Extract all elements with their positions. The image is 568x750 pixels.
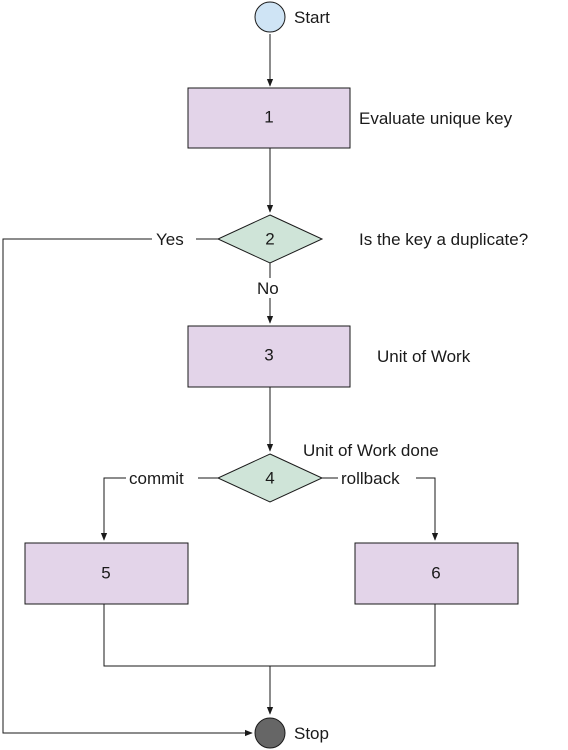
stop-node [254,717,286,749]
edge-label-no: No [257,279,279,298]
decision-node-4-description: Unit of Work done [303,441,439,460]
start-node [254,1,286,33]
edge-label-rollback: rollback [341,469,400,488]
process-node-5 [24,542,189,605]
edge-label-commit: commit [129,469,184,488]
decision-node-2 [216,214,324,264]
stop-label: Stop [294,724,329,743]
start-label: Start [294,8,330,27]
process-node-1 [187,87,351,149]
process-node-3 [187,325,351,388]
decision-node-2-number: 2 [265,229,274,248]
no-label-bg [255,278,287,298]
decision-node-4-number: 4 [265,468,274,487]
decision-node-4 [216,453,324,503]
edge-label-yes: Yes [156,230,184,249]
process-node-5-number: 5 [101,563,110,582]
rollback-label-bg [338,468,416,488]
process-node-1-description: Evaluate unique key [359,109,513,128]
process-node-1-number: 1 [264,107,273,126]
decision-node-2-description: Is the key a duplicate? [359,230,528,249]
process-node-3-number: 3 [264,345,273,364]
edge-2-yes-to-stop [2,238,253,737]
process-node-6 [354,542,519,605]
process-node-3-description: Unit of Work [377,347,471,366]
yes-label-bg [152,229,196,249]
commit-label-bg [126,468,198,488]
edge-5-to-merge [103,604,436,667]
process-node-6-number: 6 [431,563,440,582]
